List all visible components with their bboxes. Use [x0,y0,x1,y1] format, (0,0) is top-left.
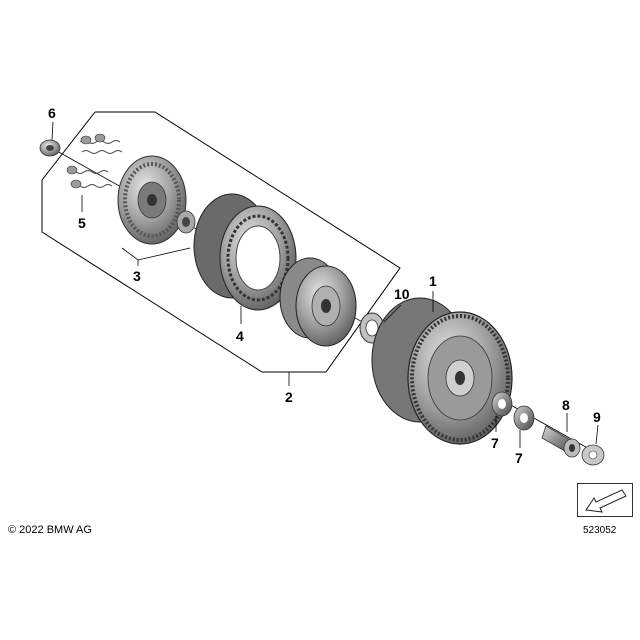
part-3-pressure-plate[interactable] [117,155,196,245]
callout-9: 9 [593,409,601,425]
callout-10: 10 [394,286,410,302]
part-9-washer[interactable] [581,444,605,466]
inner-clutch-hub[interactable] [279,257,357,347]
part-1-clutch-basket[interactable] [371,297,513,445]
callout-6: 6 [48,105,56,121]
orientation-arrow-icon [585,489,627,513]
callout-8: 8 [562,397,570,413]
part-7-needle-bearing-b[interactable] [513,405,535,431]
part-4-friction-disc-stack[interactable] [193,193,297,311]
callout-5: 5 [78,215,86,231]
callout-7b: 7 [515,450,523,466]
part-8-sleeve[interactable] [541,425,581,458]
callout-2: 2 [285,389,293,405]
diagram-number: 523052 [583,525,617,536]
part-5-springs[interactable] [66,133,123,189]
callout-7a: 7 [491,435,499,451]
leader-lines [51,121,599,448]
callout-3: 3 [133,268,141,284]
assembly-group-outline [41,111,401,373]
callout-1: 1 [429,273,437,289]
part-6-nut[interactable] [39,139,61,157]
part-7-needle-bearing-a[interactable] [491,391,513,417]
orientation-arrow-box [577,483,633,517]
copyright-text: © 2022 BMW AG [8,524,92,536]
callout-4: 4 [236,328,244,344]
